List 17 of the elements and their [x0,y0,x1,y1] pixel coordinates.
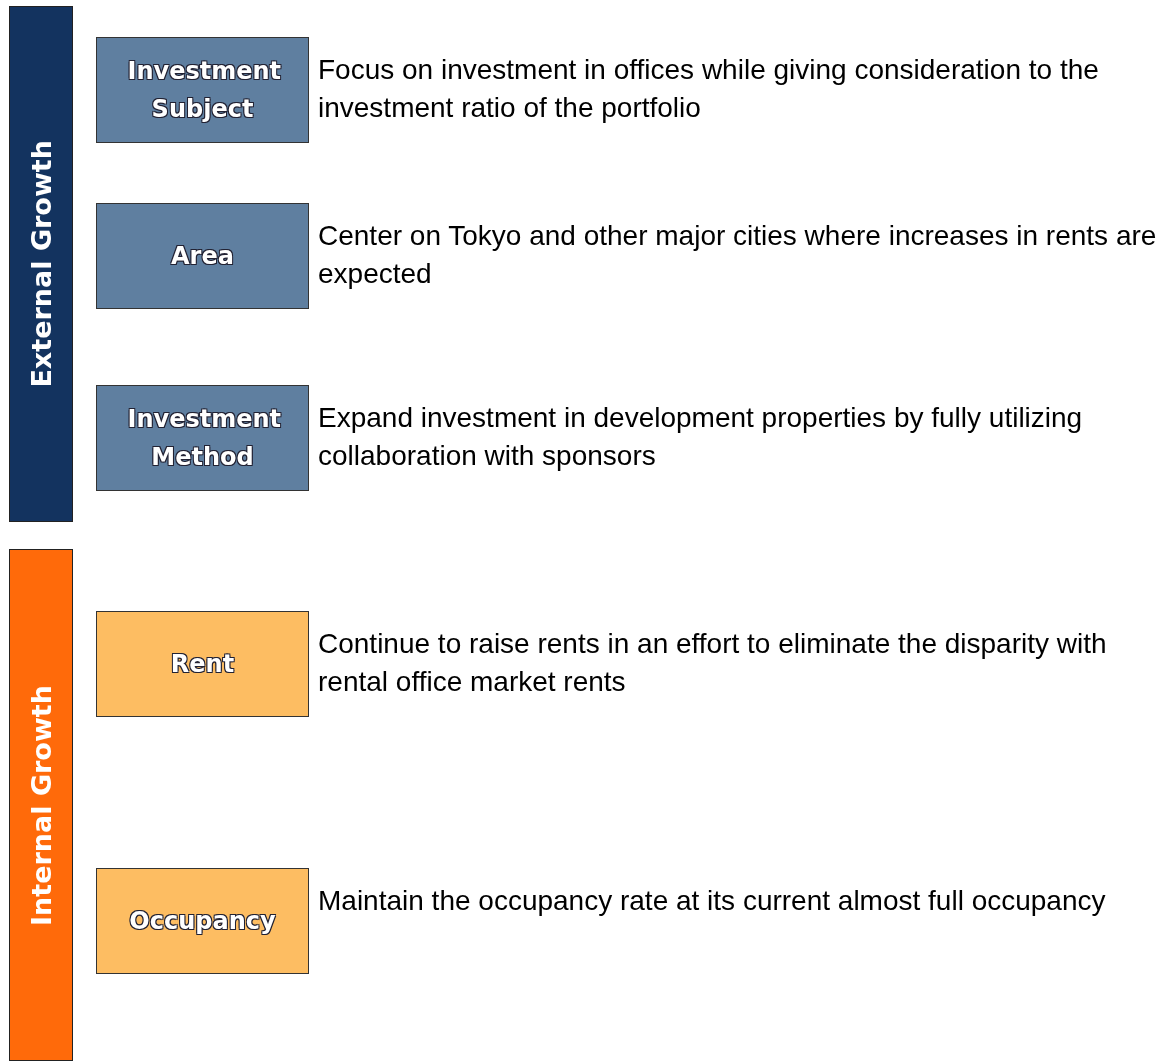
label-box [96,203,309,309]
category-band [9,6,73,522]
description-text: Maintain the occupancy rate at its current almost full occupancy [318,884,1107,918]
label-box [96,385,309,491]
label-box [96,37,309,143]
band-label: Internal Growth [25,684,57,926]
description-text: Center on Tokyo and other major cities where increases in rents are expected [318,219,1158,291]
band-label: External Growth [25,140,57,388]
box-label: Area [171,241,234,272]
description-text: Continue to raise rents in an effort to eliminate the disparity with rental office market rents [318,627,1108,699]
description-text: Expand investment in development properties by fully utilizing collaboration with sponsors [318,401,1084,473]
box-label: Rent [170,649,235,680]
category-band [9,549,73,1061]
label-box [96,868,309,974]
box-label: Occupancy [129,906,276,937]
label-box [96,611,309,717]
description-text: Focus on investment in offices while giving consideration to the investment ratio of the portfolio [318,53,1100,125]
